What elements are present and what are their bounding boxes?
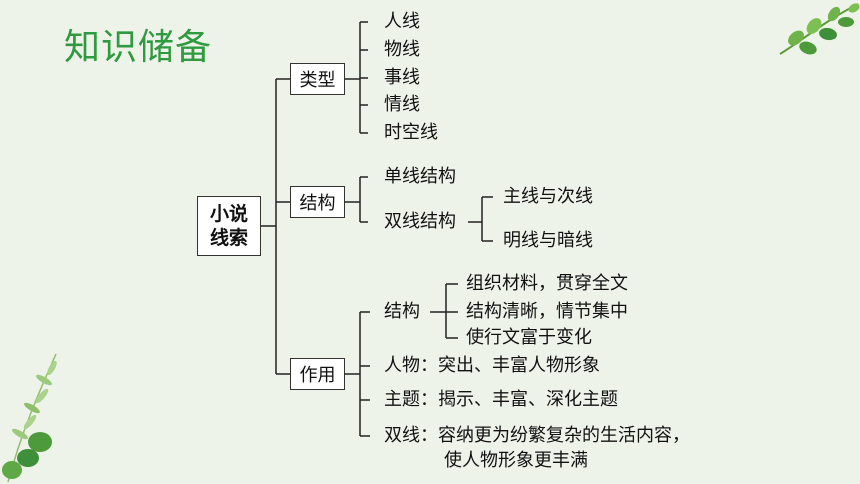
function-double-line-1: 双线：容纳更为纷繁复杂的生活内容， xyxy=(384,425,690,446)
single-structure: 单线结构 xyxy=(384,166,456,187)
root-label-line2: 线索 xyxy=(209,227,248,249)
type-item: 物线 xyxy=(384,39,420,60)
type-item: 情线 xyxy=(384,94,420,115)
leaf-decoration-bottom-left xyxy=(2,353,57,483)
function-theme: 主题：揭示、丰富、深化主题 xyxy=(384,389,618,410)
double-structure-item: 主线与次线 xyxy=(503,186,593,207)
structure-node: 结构 xyxy=(290,186,345,218)
function-structure-item: 使行文富于变化 xyxy=(466,327,592,348)
type-item: 事线 xyxy=(384,67,420,88)
page-title: 知识储备 xyxy=(64,27,213,68)
double-structure-item: 明线与暗线 xyxy=(503,230,593,251)
function-structure-item: 结构清晰，情节集中 xyxy=(466,301,628,322)
type-item: 人线 xyxy=(384,11,420,32)
function-double-line-2: 使人物形象更丰满 xyxy=(444,450,588,471)
root-label-line1: 小说 xyxy=(209,203,248,225)
function-structure-item: 组织材料，贯穿全文 xyxy=(466,273,628,294)
function-structure-label: 结构 xyxy=(384,301,420,322)
leaf-decoration-top-right xyxy=(779,3,860,55)
root-node: 小说 线索 xyxy=(197,196,261,256)
type-item: 时空线 xyxy=(384,122,438,143)
types-node: 类型 xyxy=(290,63,345,95)
function-node: 作用 xyxy=(290,358,345,390)
double-structure: 双线结构 xyxy=(384,211,456,232)
function-character: 人物：突出、丰富人物形象 xyxy=(384,355,600,376)
